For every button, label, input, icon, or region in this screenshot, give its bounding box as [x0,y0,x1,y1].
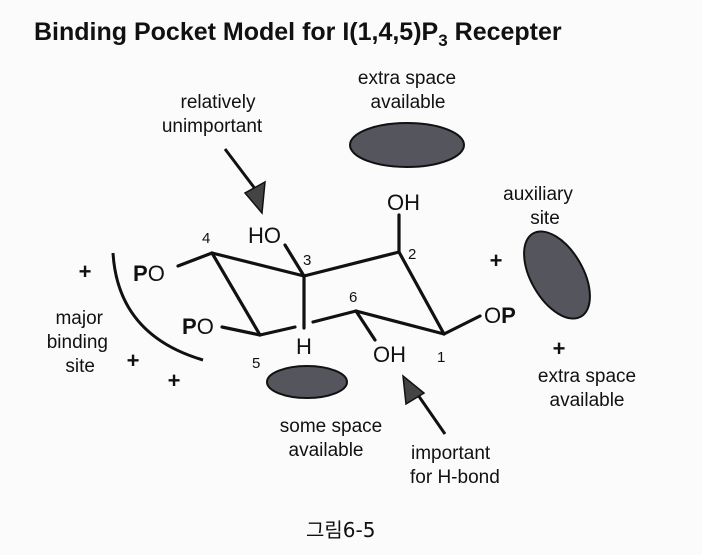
label-extra-space-top-1: extra space [358,68,456,89]
label-for-hbond: for H-bond [410,467,500,488]
pocket-top [349,122,465,168]
c5-substituent: PO [182,314,214,339]
plus-charge-left-bottom: + [168,368,181,393]
label-relatively: relatively [181,92,256,113]
label-unimportant: unimportant [162,116,263,137]
c1-substituent: OP [484,303,516,328]
label-site: site [65,356,95,377]
carbon-number-3: 3 [303,252,311,269]
c4-substituent: PO [133,261,165,286]
arrow-to-c3-oh [223,148,266,215]
label-extra-space-right-1: extra space [538,366,636,387]
plus-charge-aux: + [490,248,503,273]
c6-substituent: OH [373,342,406,367]
c2-substituent: OH [387,190,420,215]
plus-charge-left-mid: + [127,348,140,373]
label-binding: binding [47,332,108,353]
carbon-number-4: 4 [202,230,210,247]
label-extra-space-right-2: available [550,390,625,411]
pocket-bottom [266,365,348,399]
pocket-auxiliary [523,230,591,320]
c3-substituent: HO [248,223,281,248]
diagram-title: Binding Pocket Model for I(1,4,5)P3 Rece… [34,18,562,50]
label-auxiliary: auxiliary [503,184,573,205]
figure-caption: 그림6-5 [306,518,375,542]
arrow-to-c6-oh [402,374,447,435]
carbon-number-5: 5 [252,355,260,372]
plus-charge-left-top: + [79,259,92,284]
label-major: major [55,308,103,329]
carbon-number-2: 2 [408,246,416,263]
carbon-number-6: 6 [349,289,357,306]
label-important: important [411,443,491,464]
carbon-number-1: 1 [437,349,445,366]
plus-charge-right: + [553,336,566,361]
label-auxiliary-site: site [530,208,560,229]
label-some-space: some space [280,416,382,437]
binding-site-arc [111,252,204,362]
c3-axial-hydrogen: H [296,334,312,359]
label-extra-space-top-2: available [371,92,446,113]
inositol-ring [176,213,482,342]
label-some-space-available: available [289,440,364,461]
